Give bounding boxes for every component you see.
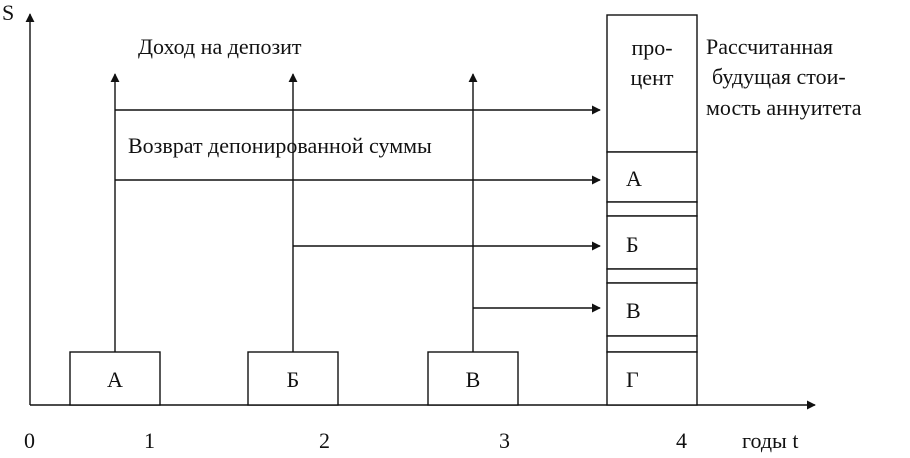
percent-label-line1: про- — [631, 35, 672, 60]
x-axis-label: годы t — [742, 428, 798, 453]
svg-text:В: В — [626, 298, 641, 323]
svg-text:Б: Б — [287, 367, 300, 392]
tick-0: 0 — [24, 428, 35, 453]
income-label: Доход на депозит — [138, 34, 302, 59]
deposit-v: В — [427, 351, 519, 406]
stack-segment-v — [606, 282, 698, 337]
deposit-b: Б — [247, 351, 339, 406]
return-label: Возврат депонированной суммы — [128, 133, 432, 158]
annuity-label-line2: будущая стои- — [712, 64, 846, 89]
annuity-label-line3: мость аннуитета — [706, 95, 862, 120]
tick-2: 2 — [319, 428, 330, 453]
stack-segment-b — [606, 215, 698, 270]
stack-gap-2 — [606, 268, 698, 284]
svg-text:В: В — [466, 367, 481, 392]
y-axis-label: S — [2, 0, 14, 25]
deposit-a: А — [69, 351, 161, 406]
svg-text:Г: Г — [626, 367, 639, 392]
stack-segment-g — [606, 351, 698, 406]
result-stack: про- цент А Б В Г — [606, 14, 698, 406]
svg-text:А: А — [626, 166, 642, 191]
stack-segment-a — [606, 151, 698, 203]
svg-text:А: А — [107, 367, 123, 392]
stack-gap-1 — [606, 201, 698, 217]
tick-4: 4 — [676, 428, 687, 453]
svg-text:Б: Б — [626, 232, 639, 257]
annuity-label-line1: Рассчитанная — [706, 34, 833, 59]
stack-gap-3 — [606, 335, 698, 353]
percent-label-line2: цент — [631, 65, 674, 90]
tick-1: 1 — [144, 428, 155, 453]
tick-3: 3 — [499, 428, 510, 453]
